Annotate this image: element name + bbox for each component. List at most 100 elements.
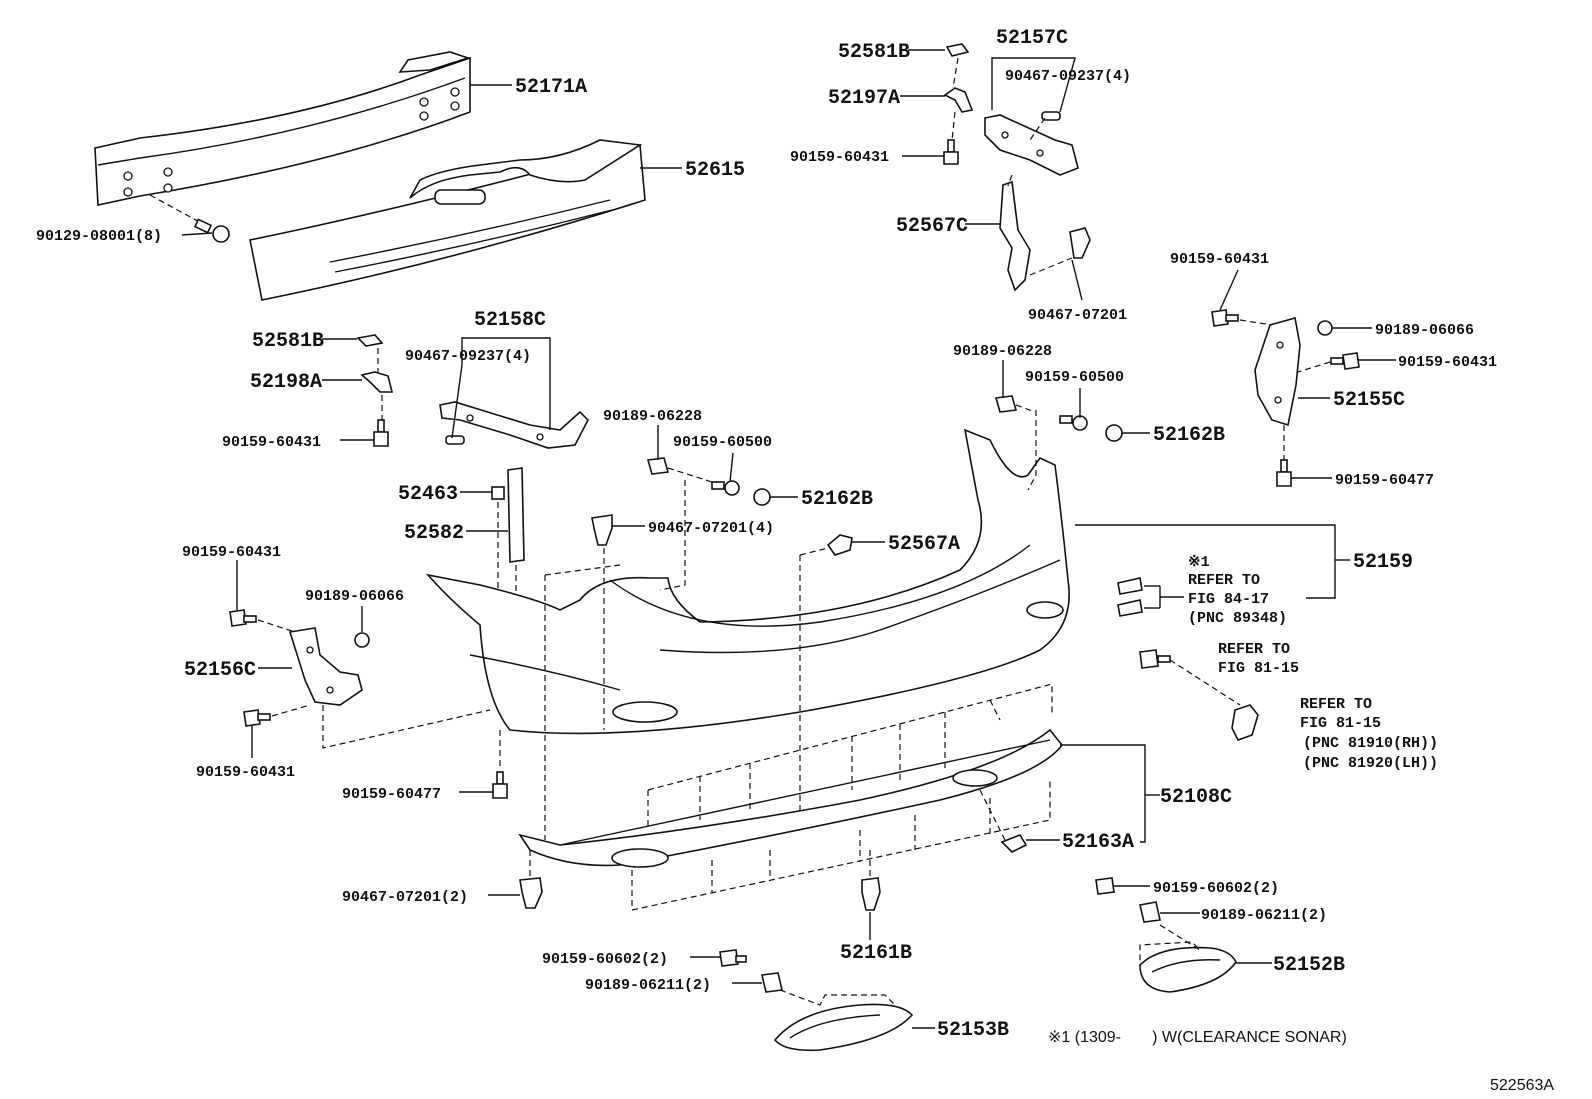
lower-garnish-52108C-part	[518, 728, 1064, 868]
bolt-90159-60500-b-part	[711, 480, 740, 496]
stay-52567C-part	[999, 180, 1031, 292]
callout-90159-60477-lb: 90159-60477	[342, 786, 441, 803]
callout-90159-60431-lb-bottom: 90159-60431	[196, 764, 295, 781]
figure-id: 522563A	[1490, 1077, 1554, 1094]
note1-line1: REFER TO	[1188, 572, 1260, 589]
clip-52161B-part	[861, 877, 881, 911]
callout-90189-06211-left: 90189-06211(2)	[585, 977, 711, 994]
grommet-52162B-b-part	[753, 488, 771, 506]
seal-52582-part	[507, 467, 525, 563]
callout-52463: 52463	[398, 483, 458, 506]
note2-line1: REFER TO	[1218, 641, 1290, 658]
callout-90467-09237-left: 90467-09237(4)	[405, 348, 531, 365]
clip-90467-07201-b-part	[591, 514, 613, 546]
callout-52198A: 52198A	[250, 371, 322, 394]
bracket-52155C-part	[1254, 316, 1301, 427]
bolt-90159-60431-a-part	[943, 139, 959, 165]
note3-line2: FIG 81-15	[1300, 715, 1381, 732]
callout-52567C: 52567C	[896, 215, 968, 238]
screw-90467-09237-a-part	[1041, 111, 1061, 121]
callout-90159-60500-left: 90159-60500	[673, 434, 772, 451]
nut-90189-06211-b-part	[1139, 901, 1161, 923]
note2-line2: FIG 81-15	[1218, 660, 1299, 677]
callout-90129-08001: 90129-08001(8)	[36, 228, 162, 245]
callout-52152B: 52152B	[1273, 954, 1345, 977]
callout-90189-06228-right: 90189-06228	[953, 343, 1052, 360]
bolt-90159-60477-b-part	[492, 771, 508, 799]
leader-lines	[181, 49, 1396, 1029]
clip-90467-07201-c-part	[519, 877, 543, 909]
callout-52108C: 52108C	[1160, 786, 1232, 809]
callout-90159-60431-lb-top: 90159-60431	[182, 544, 281, 561]
callout-52157C: 52157C	[996, 27, 1068, 50]
callout-90189-06228-left: 90189-06228	[603, 408, 702, 425]
callout-52161B: 52161B	[840, 942, 912, 965]
nut-90189-06228-a-part	[994, 395, 1018, 413]
bolt-90159-60602-b-part	[1095, 877, 1115, 895]
note3-line3: (PNC 81910(RH))	[1303, 735, 1438, 752]
bolt-90159-60431-b-part	[373, 419, 389, 447]
callout-90159-60431-rb-top: 90159-60431	[1170, 251, 1269, 268]
callout-52159: 52159	[1353, 551, 1413, 574]
callout-90467-07201-top: 90467-07201	[1028, 307, 1127, 324]
bracket-52567A-part	[826, 534, 853, 556]
callout-52581B-left: 52581B	[252, 330, 324, 353]
callout-90159-60602-right: 90159-60602(2)	[1153, 880, 1279, 897]
callout-90189-06066-lb: 90189-06066	[305, 588, 404, 605]
nut-90189-06211-a-part	[761, 972, 783, 993]
callout-90159-60477-rb: 90159-60477	[1335, 472, 1434, 489]
callout-52197A: 52197A	[828, 87, 900, 110]
callout-90159-60500-right: 90159-60500	[1025, 369, 1124, 386]
sensor-refer-81-15-part	[1231, 704, 1259, 741]
footnote-clearance-sonar: ※1 (1309- ) W(CLEARANCE SONAR)	[1048, 1029, 1347, 1046]
bolt-90159-60431-f-part	[243, 709, 271, 727]
note3-line4: (PNC 81920(LH))	[1303, 755, 1438, 772]
bolt-90159-60500-a-part	[1059, 415, 1088, 431]
callout-52162B-left: 52162B	[801, 488, 873, 511]
bolt-90159-60431-d-part	[1330, 352, 1360, 370]
callout-90159-60602-left: 90159-60602(2)	[542, 951, 668, 968]
callout-52567A: 52567A	[888, 533, 960, 556]
clip-52197A-part	[943, 87, 974, 113]
callout-52162B-right: 52162B	[1153, 424, 1225, 447]
grid-dashes	[631, 683, 1053, 911]
pad-52581B-left-part	[356, 334, 384, 347]
callout-90159-60431-rb-mid: 90159-60431	[1398, 354, 1497, 371]
callout-90467-09237-top: 90467-09237(4)	[1005, 68, 1131, 85]
screw-90467-09237-b-part	[445, 435, 465, 445]
spacer-52463-part	[491, 486, 505, 500]
callout-90467-07201-mid: 90467-07201(4)	[648, 520, 774, 537]
callout-52158C: 52158C	[474, 309, 546, 332]
bolt-refer-81-15-part	[1139, 649, 1171, 669]
note3-line1: REFER TO	[1300, 696, 1372, 713]
note1-line3: (PNC 89348)	[1188, 610, 1287, 627]
callout-52171A: 52171A	[515, 76, 587, 99]
nut-90189-06066-a-part	[1317, 320, 1333, 336]
energy-absorber-part	[249, 139, 646, 301]
reinforcement-beam-part	[94, 51, 471, 206]
nut-90189-06228-b-part	[646, 457, 670, 475]
clip-52198A-part	[360, 371, 394, 393]
grommet-52162B-a-part	[1105, 424, 1123, 442]
callout-90159-60431-top: 90159-60431	[790, 149, 889, 166]
bracket-52158C-part	[439, 401, 589, 449]
callout-90159-60431-left: 90159-60431	[222, 434, 321, 451]
cap-52163A-part	[1000, 834, 1028, 853]
callout-52155C: 52155C	[1333, 389, 1405, 412]
bolt-90159-60431-e-part	[229, 609, 257, 627]
callout-52156C: 52156C	[184, 659, 256, 682]
nut-90189-06066-b-part	[354, 632, 370, 648]
note1-line2: FIG 84-17	[1188, 591, 1269, 608]
note1-mark: ※1	[1188, 554, 1210, 571]
reflector-52153B-part	[773, 1003, 914, 1052]
bolt-90159-60477-a-part	[1276, 459, 1292, 487]
callout-52163A: 52163A	[1062, 831, 1134, 854]
bolt-90159-60431-c-part	[1211, 309, 1239, 327]
bumper-cover-52159-part	[425, 428, 1070, 735]
callout-90189-06066-rb: 90189-06066	[1375, 322, 1474, 339]
clip-90467-07201-a-part	[1069, 227, 1091, 259]
callout-90189-06211-right: 90189-06211(2)	[1201, 907, 1327, 924]
callout-52582: 52582	[404, 522, 464, 545]
reflector-52152B-part	[1139, 946, 1237, 993]
